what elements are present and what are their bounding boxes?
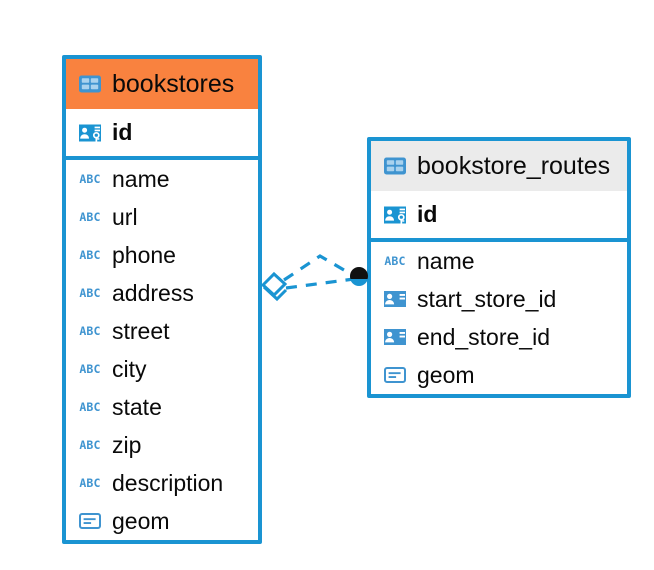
field-row[interactable]: end_store_id xyxy=(371,318,627,356)
entity-table-bookstore-routes[interactable]: bookstore_routes id xyxy=(367,137,631,398)
abc-text-icon: ABC xyxy=(77,207,103,227)
field-label: id xyxy=(112,119,133,145)
entity-header-bookstore-routes[interactable]: bookstore_routes xyxy=(371,141,627,191)
field-row[interactable]: id xyxy=(66,109,258,156)
entity-table-bookstores[interactable]: bookstores id xyxy=(62,55,262,544)
entity-header-bookstores[interactable]: bookstores xyxy=(66,59,258,109)
field-label: street xyxy=(112,317,170,344)
field-label: state xyxy=(112,393,162,420)
svg-text:ABC: ABC xyxy=(79,286,100,300)
svg-text:ABC: ABC xyxy=(79,438,100,452)
field-row[interactable]: ABC url xyxy=(66,198,258,236)
field-label: description xyxy=(112,469,224,496)
field-row[interactable]: geom xyxy=(66,502,258,540)
primary-key-icon xyxy=(382,202,408,228)
table-grid-icon xyxy=(382,153,408,179)
abc-text-icon: ABC xyxy=(77,283,103,303)
entity-title: bookstores xyxy=(112,69,235,98)
primary-key-separator xyxy=(66,156,258,160)
field-list-bookstore-routes: ABC name start_store_id xyxy=(371,242,627,394)
field-row[interactable]: ABC name xyxy=(371,242,627,280)
primary-key-icon xyxy=(77,120,103,146)
svg-text:ABC: ABC xyxy=(79,324,100,338)
field-label: end_store_id xyxy=(417,323,550,350)
field-row[interactable]: ABC address xyxy=(66,274,258,312)
field-row[interactable]: ABC state xyxy=(66,388,258,426)
abc-text-icon: ABC xyxy=(77,473,103,493)
field-row[interactable]: geom xyxy=(371,356,627,394)
abc-text-icon: ABC xyxy=(77,321,103,341)
field-label: name xyxy=(112,165,170,192)
svg-text:ABC: ABC xyxy=(79,400,100,414)
filled-circle-icon xyxy=(350,267,368,286)
field-row[interactable]: id xyxy=(371,191,627,238)
field-row[interactable]: ABC zip xyxy=(66,426,258,464)
field-label: id xyxy=(417,201,438,227)
svg-text:ABC: ABC xyxy=(79,362,100,376)
field-list-bookstores: ABC name ABC url ABC p xyxy=(66,160,258,540)
svg-text:ABC: ABC xyxy=(79,172,100,186)
primary-key-separator xyxy=(371,238,627,242)
geometry-icon xyxy=(382,362,408,388)
relationship-line-lower xyxy=(285,277,355,290)
field-row[interactable]: ABC name xyxy=(66,160,258,198)
geometry-icon xyxy=(77,508,103,534)
svg-text:ABC: ABC xyxy=(384,254,405,268)
abc-text-icon: ABC xyxy=(77,245,103,265)
foreign-key-icon xyxy=(382,286,408,312)
svg-text:ABC: ABC xyxy=(79,476,100,490)
abc-text-icon: ABC xyxy=(77,435,103,455)
field-label: url xyxy=(112,203,138,230)
abc-text-icon: ABC xyxy=(77,169,103,189)
foreign-key-icon xyxy=(382,324,408,350)
field-label: city xyxy=(112,355,147,382)
field-label: geom xyxy=(417,361,475,388)
abc-text-icon: ABC xyxy=(382,251,408,271)
diamond-crowsfoot-icon xyxy=(260,271,288,302)
field-row[interactable]: ABC description xyxy=(66,464,258,502)
field-row[interactable]: ABC phone xyxy=(66,236,258,274)
relationship-line-upper xyxy=(283,254,357,282)
field-row[interactable]: start_store_id xyxy=(371,280,627,318)
field-label: start_store_id xyxy=(417,285,557,312)
svg-text:ABC: ABC xyxy=(79,248,100,262)
abc-text-icon: ABC xyxy=(77,397,103,417)
field-label: name xyxy=(417,247,475,274)
abc-text-icon: ABC xyxy=(77,359,103,379)
field-label: address xyxy=(112,279,194,306)
field-row[interactable]: ABC city xyxy=(66,350,258,388)
field-label: geom xyxy=(112,507,170,534)
field-label: zip xyxy=(112,431,142,458)
field-label: phone xyxy=(112,241,176,268)
svg-text:ABC: ABC xyxy=(79,210,100,224)
entity-title: bookstore_routes xyxy=(417,151,611,180)
table-grid-icon xyxy=(77,71,103,97)
field-row[interactable]: ABC street xyxy=(66,312,258,350)
